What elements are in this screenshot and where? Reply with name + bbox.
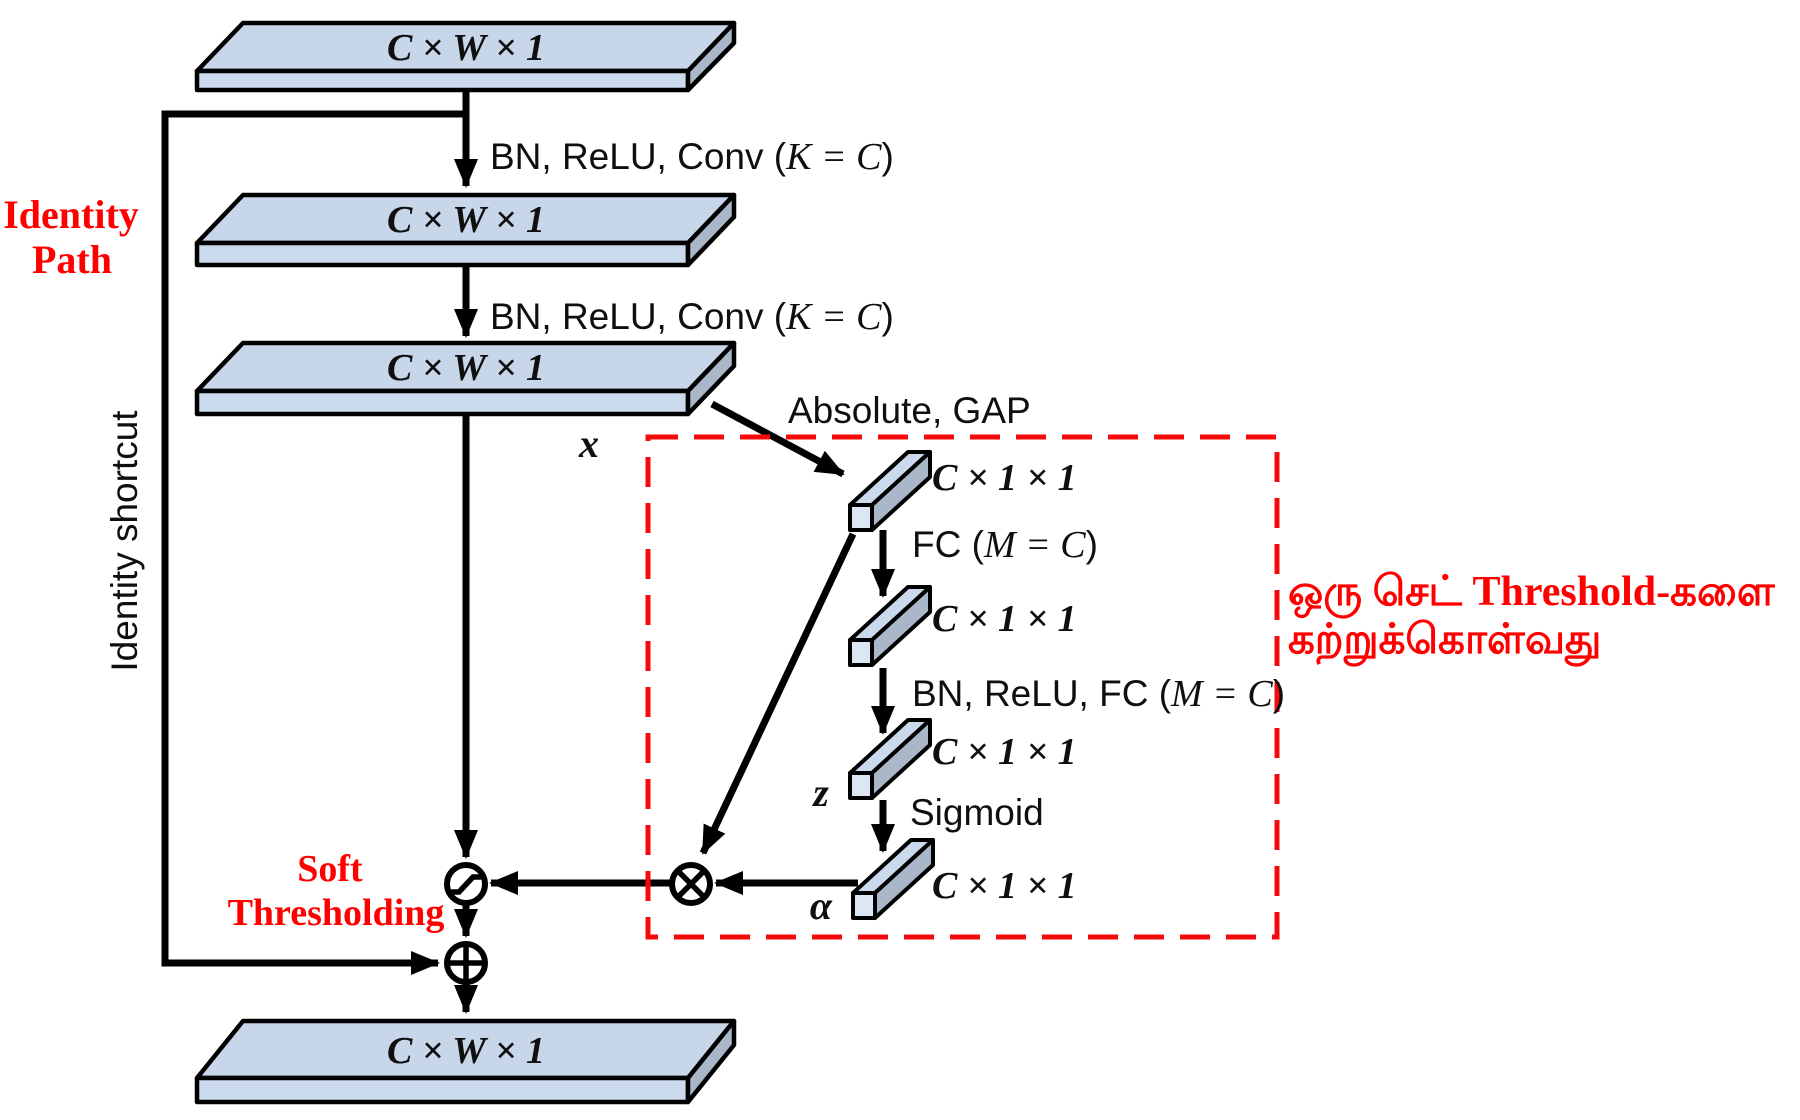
bar-cap-face [848,503,874,532]
bar-cap-face [848,771,874,800]
op-label-absolute-gap: Absolute, GAP [788,390,1031,431]
tensor-slab-output: C × W × 1 [194,1018,737,1105]
op-label-fc-1: FC (M = C) [912,524,1098,566]
soft-thresholding-label-line2: Thresholding [228,892,445,934]
learn-thresholds-label-line2: கற்றுக்கொள்வது [1288,617,1601,667]
multiply-cross-icon [675,868,707,900]
slab-front-face [194,1075,691,1105]
slab-dim-label: C × W × 1 [387,27,545,69]
slab-front-face [194,240,691,268]
bar-cap-face [848,638,874,667]
multiply-operator [669,862,713,906]
identity-path-label-line2: Path [32,237,112,282]
fc1-vector-bar: C × 1 × 1 [848,585,1077,667]
arrow-gap-to-multiply [699,532,857,855]
tensor-slab-input: C × W × 1 [194,20,737,93]
soft-threshold-operator [444,862,488,906]
identity-shortcut-line [161,110,466,975]
bar-dim-label: C × 1 × 1 [932,865,1077,907]
op-label-conv-2: BN, ReLU, Conv (K = C) [490,296,894,338]
var-label-z: z [811,770,829,815]
op-label-conv-1: BN, ReLU, Conv (K = C) [490,136,894,178]
slab-side-face [685,1018,737,1105]
arrow-absolute-gap [710,400,845,478]
var-label-alpha: α [810,883,833,928]
bar-dim-label: C × 1 × 1 [932,731,1077,773]
bar-dim-label: C × 1 × 1 [932,457,1077,499]
slab-dim-label: C × W × 1 [387,1030,545,1072]
fc2-vector-bar: C × 1 × 1 [848,718,1077,800]
threshold-learning-box [645,434,1280,940]
slab-front-face [194,388,691,417]
slab-side-face [685,192,737,268]
identity-path-label-line1: Identity [3,192,139,237]
slab-dim-label: C × W × 1 [387,347,545,389]
soft-threshold-curve-icon [449,874,483,895]
plus-icon [445,942,487,984]
tensor-slab-conv2-out: C × W × 1 [194,340,737,417]
slab-front-face [194,68,691,93]
var-label-x: x [578,421,599,466]
identity-shortcut-label: Identity shortcut [104,410,145,672]
slab-side-face [685,340,737,417]
gap-vector-bar: C × 1 × 1 [848,450,1077,532]
alpha-vector-bar: C × 1 × 1 [851,838,1077,920]
tensor-slab-conv1-out: C × W × 1 [194,192,737,268]
learn-thresholds-label-line1: ஒரு செட் Threshold-களை [1288,569,1776,619]
slab-dim-label: C × W × 1 [387,199,545,241]
op-label-sigmoid: Sigmoid [910,792,1044,833]
op-label-fc-2: BN, ReLU, FC (M = C) [912,673,1285,715]
add-operator [444,941,488,985]
soft-thresholding-label-line1: Soft [297,848,363,890]
bar-cap-face [851,891,877,920]
slab-side-face [685,20,737,93]
bar-dim-label: C × 1 × 1 [932,598,1077,640]
